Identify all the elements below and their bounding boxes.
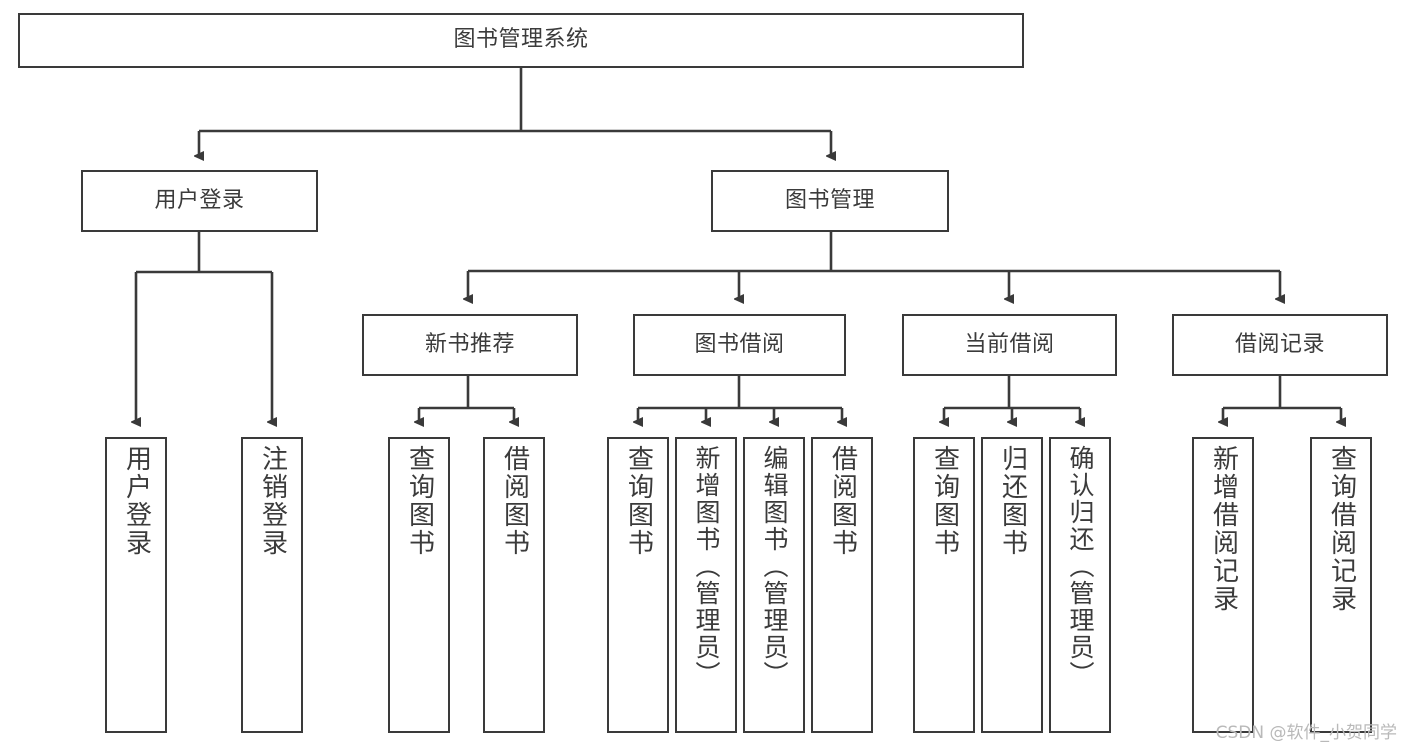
- leaf-borrow-borrow-books[interactable]: 借阅图书: [811, 437, 873, 733]
- node-borrow-record[interactable]: 借阅记录: [1172, 314, 1388, 376]
- leaf-record-add-record[interactable]: 新增借阅记录: [1192, 437, 1254, 733]
- node-book-borrow[interactable]: 图书借阅: [633, 314, 846, 376]
- csdn-watermark: CSDN @软件_小贺同学: [1215, 723, 1397, 743]
- node-label: 编辑图书（管理员）: [760, 445, 789, 688]
- node-label: 确认归还（管理员）: [1066, 445, 1095, 688]
- leaf-user-login-login[interactable]: 用户登录: [105, 437, 167, 733]
- node-label: 查询图书: [623, 445, 654, 557]
- node-label: 查询图书: [929, 445, 960, 557]
- leaf-borrow-edit-book-admin[interactable]: 编辑图书（管理员）: [743, 437, 805, 733]
- node-root-book-management-system[interactable]: 图书管理系统: [18, 13, 1024, 68]
- node-label: 图书管理: [784, 187, 875, 213]
- leaf-user-login-logout[interactable]: 注销登录: [241, 437, 303, 733]
- node-label: 用户登录: [121, 445, 152, 557]
- leaf-current-query-books[interactable]: 查询图书: [913, 437, 975, 733]
- leaf-borrow-add-book-admin[interactable]: 新增图书（管理员）: [675, 437, 737, 733]
- leaf-new-book-query-books[interactable]: 查询图书: [388, 437, 450, 733]
- leaf-new-book-borrow-books[interactable]: 借阅图书: [483, 437, 545, 733]
- leaf-record-query-record[interactable]: 查询借阅记录: [1310, 437, 1372, 733]
- node-label: 图书管理系统: [453, 27, 589, 53]
- leaf-current-confirm-return-admin[interactable]: 确认归还（管理员）: [1049, 437, 1111, 733]
- node-label: 新增图书（管理员）: [692, 445, 721, 688]
- node-label: 归还图书: [997, 445, 1028, 557]
- leaf-current-return-books[interactable]: 归还图书: [981, 437, 1043, 733]
- node-new-book-recommend[interactable]: 新书推荐: [362, 314, 578, 376]
- node-label: 查询借阅记录: [1326, 445, 1357, 613]
- node-label: 借阅图书: [499, 445, 530, 557]
- leaf-borrow-query-books[interactable]: 查询图书: [607, 437, 669, 733]
- node-user-login[interactable]: 用户登录: [81, 170, 318, 232]
- node-label: 新书推荐: [424, 331, 515, 357]
- node-label: 当前借阅: [964, 331, 1055, 357]
- node-book-management[interactable]: 图书管理: [711, 170, 949, 232]
- node-label: 新增借阅记录: [1208, 445, 1239, 613]
- node-label: 借阅图书: [827, 445, 858, 557]
- node-current-borrow[interactable]: 当前借阅: [902, 314, 1117, 376]
- node-label: 用户登录: [154, 187, 245, 213]
- node-label: 查询图书: [404, 445, 435, 557]
- node-label: 注销登录: [257, 445, 288, 557]
- node-label: 图书借阅: [694, 331, 785, 357]
- node-label: 借阅记录: [1234, 331, 1325, 357]
